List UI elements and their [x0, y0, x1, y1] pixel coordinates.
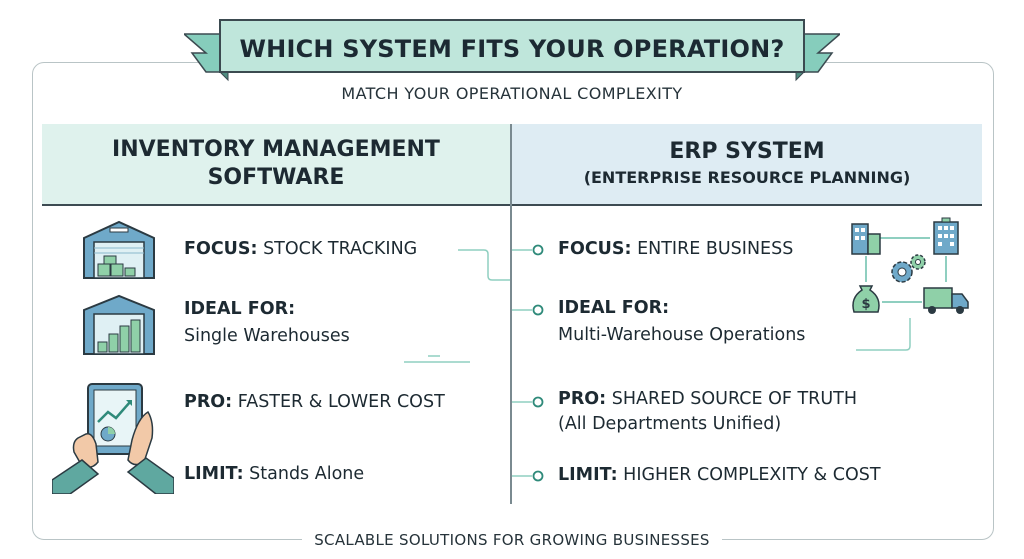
right-header-underline — [512, 204, 982, 206]
right-ideal-label: IDEAL FOR: — [558, 298, 670, 318]
left-ideal-label-row: IDEAL FOR: — [184, 299, 295, 319]
right-ideal-value: Multi-Warehouse Operations — [558, 325, 806, 345]
title-banner: WHICH SYSTEM FITS YOUR OPERATION? — [184, 14, 840, 86]
left-pro-row: PRO: FASTER & LOWER COST — [184, 392, 445, 412]
right-pro-note: (All Departments Unified) — [558, 414, 782, 434]
right-focus-row: FOCUS: ENTIRE BUSINESS — [558, 239, 793, 259]
left-pro-label: PRO: — [184, 392, 233, 412]
ribbon-shape — [184, 19, 840, 82]
page-subtitle: MATCH YOUR OPERATIONAL COMPLEXITY — [341, 84, 683, 103]
right-pro-row: PRO: SHARED SOURCE OF TRUTH — [558, 389, 857, 409]
right-pro-value: SHARED SOURCE OF TRUTH — [611, 389, 857, 409]
left-focus-row: FOCUS: STOCK TRACKING — [184, 239, 417, 259]
right-ideal-label-row: IDEAL FOR: — [558, 298, 669, 318]
right-focus-value: ENTIRE BUSINESS — [637, 239, 794, 259]
left-ideal-value: Single Warehouses — [184, 326, 350, 346]
left-limit-label: LIMIT: — [184, 464, 244, 484]
left-focus-value: STOCK TRACKING — [263, 239, 418, 259]
right-pro-label: PRO: — [558, 389, 607, 409]
left-header-underline — [42, 204, 510, 206]
erp-subtitle: (ENTERPRISE RESOURCE PLANNING) — [583, 168, 911, 187]
right-limit-row: LIMIT: HIGHER COMPLEXITY & COST — [558, 465, 881, 485]
office-tower-icon — [933, 217, 959, 255]
erp-network-icon: $ — [851, 217, 969, 314]
left-ideal-label: IDEAL FOR: — [184, 299, 296, 319]
inventory-title-line1: INVENTORY MANAGEMENT — [112, 137, 440, 162]
money-bag-icon: $ — [852, 285, 880, 313]
truck-icon — [923, 287, 969, 314]
inventory-header: INVENTORY MANAGEMENT SOFTWARE — [42, 124, 510, 204]
building-icon — [851, 223, 881, 255]
right-focus-label: FOCUS: — [558, 239, 632, 259]
inventory-title-line2: SOFTWARE — [207, 165, 345, 190]
gears-icon — [891, 254, 926, 283]
warehouse-chart-icon — [83, 294, 155, 355]
left-limit-value: Stands Alone — [249, 464, 365, 484]
erp-title: ERP SYSTEM — [669, 139, 825, 164]
column-divider — [510, 124, 512, 504]
footer-bar: SCALABLE SOLUTIONS FOR GROWING BUSINESSE… — [0, 530, 1024, 549]
page-title: WHICH SYSTEM FITS YOUR OPERATION? — [239, 35, 785, 63]
left-focus-label: FOCUS: — [184, 239, 258, 259]
footer-text: SCALABLE SOLUTIONS FOR GROWING BUSINESSE… — [302, 531, 722, 549]
erp-header: ERP SYSTEM (ENTERPRISE RESOURCE PLANNING… — [512, 124, 982, 204]
left-pro-value: FASTER & LOWER COST — [237, 392, 445, 412]
right-limit-label: LIMIT: — [558, 465, 618, 485]
tablet-analytics-icon — [52, 383, 174, 494]
svg-text:$: $ — [861, 297, 870, 312]
warehouse-icon — [83, 220, 155, 279]
right-limit-value: HIGHER COMPLEXITY & COST — [623, 465, 881, 485]
left-limit-row: LIMIT: Stands Alone — [184, 464, 364, 484]
